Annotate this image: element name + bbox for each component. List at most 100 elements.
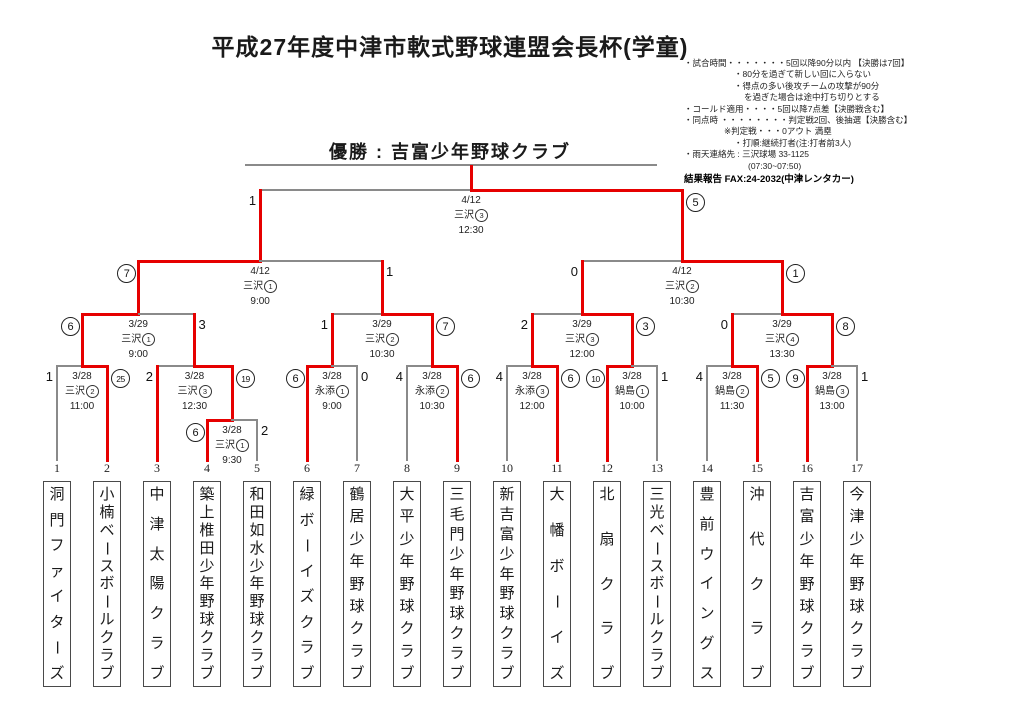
bracket-vline (155, 364, 159, 462)
venue-court-number: 2 (386, 333, 399, 346)
bracket-vline (706, 365, 708, 461)
match-date: 3/28 (222, 425, 242, 436)
team-name-char: 球 (399, 597, 415, 615)
match-score: 2 (145, 369, 153, 384)
team-name-char: ー (648, 540, 666, 556)
team-number: 12 (601, 461, 613, 475)
match-score: 3 (636, 317, 655, 336)
team-name-char: 門 (49, 511, 65, 529)
team-name-char: ラ (849, 642, 865, 660)
rules-note-line: ※判定戦・・・0アウト 満塁 (724, 126, 832, 137)
team-name-char: 陽 (149, 575, 165, 593)
team-name-char: ラ (149, 635, 165, 653)
bracket-vline (630, 312, 634, 368)
team-name-char: ス (99, 557, 115, 575)
bracket-hline (137, 313, 196, 315)
team-number: 3 (154, 461, 160, 475)
bracket-hline (56, 365, 83, 367)
team-name-char: フ (49, 537, 65, 555)
team-number: 15 (751, 461, 763, 475)
team-name-char: ブ (599, 665, 615, 682)
match-score: 1 (386, 264, 394, 279)
team-name-char: ラ (449, 645, 465, 662)
rules-note-line: ・試合時間・・・・・・・5回以降90分以内 【決勝は7回】 (684, 58, 910, 68)
team-name-char: 野 (799, 575, 815, 593)
team-name-char: ラ (99, 647, 115, 665)
team-name-char: 少 (249, 557, 265, 575)
team-name-char: 野 (349, 575, 365, 593)
team-name-char: 北 (599, 486, 615, 503)
bracket-vline (656, 365, 658, 461)
team-name-char: 椎 (199, 521, 215, 539)
match-score: 4 (395, 369, 403, 384)
bracket-vline (830, 312, 834, 368)
team-name-char: ブ (299, 664, 315, 682)
bracket-vline (330, 312, 334, 368)
rules-note-line: ・雨天連絡先 : 三沢球場 33-1125 (684, 149, 810, 160)
match-score: 6 (286, 369, 305, 388)
venue-court-number: 1 (264, 280, 278, 293)
team-name-char: イ (49, 588, 65, 606)
team-name-char: 幡 (549, 521, 565, 539)
team-name-char: ク (399, 620, 415, 638)
team-name-char: 球 (199, 611, 215, 629)
venue-court-number: 1 (142, 333, 156, 346)
bracket-hline (581, 260, 683, 262)
team-name-char: ク (849, 620, 865, 638)
bracket-hline (331, 365, 358, 367)
team-name-char: ラ (799, 642, 815, 660)
team-name-char: 少 (199, 557, 215, 575)
bracket-hline (193, 364, 234, 368)
match-time: 9:00 (250, 296, 270, 307)
team-name-char: イ (549, 629, 565, 647)
team-name-char: 緑 (299, 486, 315, 503)
match-score: 8 (836, 317, 855, 336)
team-name-char: 野 (199, 593, 215, 611)
team-box: 中津太陽クラブ (143, 481, 171, 687)
team-name-char: 和 (249, 486, 265, 503)
bracket-vline (580, 259, 584, 316)
champion-underline (245, 164, 657, 166)
team-name-char: ク (749, 575, 765, 593)
bracket-hline (259, 260, 383, 262)
match-time: 12:00 (569, 349, 595, 360)
team-name-char: ラ (649, 647, 665, 665)
team-name-char: ー (648, 594, 666, 610)
venue-court-number: 4 (786, 333, 799, 346)
team-box: 大平少年野球クラブ (393, 481, 421, 687)
bracket-vline (380, 259, 384, 316)
team-name-char: 津 (149, 515, 165, 533)
bracket-hline (780, 312, 834, 316)
venue-name: 三沢 (565, 334, 585, 345)
team-number: 6 (304, 461, 310, 475)
bracket-hline (231, 419, 258, 421)
team-box: 緑ボーイズクラブ (293, 481, 321, 687)
match-score: 1 (861, 369, 869, 384)
team-number: 17 (851, 461, 863, 475)
bracket-vline (755, 364, 759, 462)
match-date: 3/28 (622, 371, 642, 382)
team-name-char: 吉 (499, 505, 515, 523)
team-name-char: ク (449, 625, 465, 643)
team-box: 三毛門少年野球クラブ (443, 481, 471, 687)
team-name-char: 光 (649, 503, 665, 521)
match-score: 4 (695, 369, 703, 384)
match-date: 4/12 (461, 195, 481, 206)
team-box: 洞門ファイターズ (43, 481, 71, 687)
match-score: 0 (361, 369, 369, 384)
team-name-char: ブ (249, 664, 265, 682)
match-score: 0 (570, 264, 578, 279)
team-name-char: ー (48, 640, 66, 656)
team-name-char: 野 (849, 575, 865, 593)
team-number: 7 (354, 461, 360, 475)
team-box: 和田如水少年野球クラブ (243, 481, 271, 687)
